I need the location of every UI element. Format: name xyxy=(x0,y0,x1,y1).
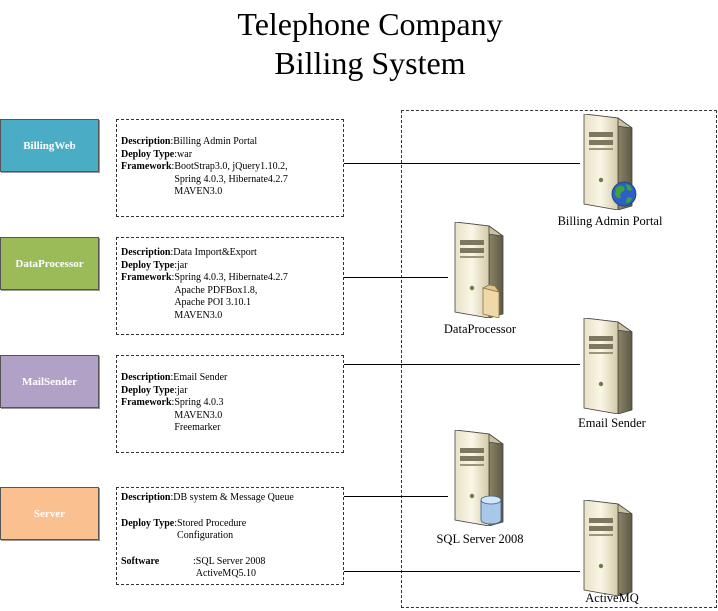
field-separator: : xyxy=(170,247,174,258)
component-server: Server xyxy=(0,487,99,540)
field-label: Deploy Type xyxy=(121,148,175,160)
field-value: Billing Admin Portal xyxy=(173,136,258,147)
field-value: Spring 4.0.3 MAVEN3.0 Freemarker xyxy=(174,397,224,433)
info-box-mailsender: Description : Email Sender Deploy Type :… xyxy=(116,355,344,453)
sql-server-label: SQL Server 2008 xyxy=(436,532,524,546)
component-mailsender: MailSender xyxy=(0,355,99,408)
info-row: Deploy Type : jar xyxy=(121,385,339,398)
connector-billing xyxy=(344,163,580,164)
field-label: Description xyxy=(121,136,171,147)
info-row: Framework : BootStrap3.0, jQuery1.10.2, … xyxy=(121,161,339,199)
field-separator: : xyxy=(171,272,175,283)
field-label: Description xyxy=(121,372,171,383)
field-value: DB system & Message Queue xyxy=(173,492,294,503)
field-separator: : xyxy=(174,384,178,396)
field-value: Stored Procedure Configuration xyxy=(177,517,247,542)
field-value: BootStrap3.0, jQuery1.10.2, Spring 4.0.3… xyxy=(174,161,288,197)
dataprocessor-server-icon xyxy=(443,222,509,318)
field-separator: : xyxy=(171,397,175,408)
title-line-1: Telephone Company xyxy=(237,6,503,42)
field-label: Deploy Type xyxy=(121,517,175,529)
info-row: Deploy Type : war xyxy=(121,149,339,162)
info-row: Deploy Type : jar xyxy=(121,260,339,273)
field-value: SQL Server 2008 ActiveMQ5.10 xyxy=(195,555,266,580)
field-separator: : xyxy=(193,555,196,567)
field-value: war xyxy=(177,148,193,160)
sql-server-icon xyxy=(443,430,509,526)
connector-dataprocessor xyxy=(344,277,448,278)
field-label: Description xyxy=(121,492,171,503)
info-row: Description : Billing Admin Portal xyxy=(121,136,339,149)
folder-icon xyxy=(481,284,500,318)
activemq-label: ActiveMQ xyxy=(585,591,639,605)
info-box-dataprocessor: Description : Data Import&Export Deploy … xyxy=(116,237,344,335)
info-row: Description : DB system & Message Queue xyxy=(121,492,339,505)
field-separator: : xyxy=(170,136,174,147)
info-row: Description : Data Import&Export xyxy=(121,247,339,260)
field-label: Deploy Type xyxy=(121,384,175,396)
component-billingweb: BillingWeb xyxy=(0,119,99,172)
field-separator: : xyxy=(174,517,178,529)
field-label: Framework xyxy=(121,272,172,283)
globe-icon xyxy=(611,181,637,207)
field-value: Spring 4.0.3, Hibernate4.2.7 Apache PDFB… xyxy=(174,272,288,321)
connector-sqlserver xyxy=(344,496,448,497)
activemq-server-icon xyxy=(572,500,638,596)
field-label: Framework xyxy=(121,161,172,172)
connector-activemq xyxy=(344,571,580,572)
field-label: Software xyxy=(121,555,160,567)
field-label: Deploy Type xyxy=(121,259,175,271)
field-label: Description xyxy=(121,247,171,258)
field-separator: : xyxy=(174,148,178,160)
info-row: Description : Email Sender xyxy=(121,372,339,385)
email-sender-label: Email Sender xyxy=(578,416,646,430)
database-icon xyxy=(480,495,502,525)
field-value: jar xyxy=(177,384,188,396)
info-row: Framework : Spring 4.0.3, Hibernate4.2.7… xyxy=(121,272,339,322)
connector-mailsender xyxy=(344,364,580,365)
info-row: Deploy Type : Stored Procedure Configura… xyxy=(121,518,339,543)
title-line-2: Billing System xyxy=(274,45,466,81)
info-box-server: Description : DB system & Message Queue … xyxy=(116,487,344,585)
field-value: jar xyxy=(177,259,188,271)
component-dataprocessor: DataProcessor xyxy=(0,237,99,290)
field-value: Data Import&Export xyxy=(173,247,257,258)
field-value: Email Sender xyxy=(173,372,228,383)
field-label: Framework xyxy=(121,397,172,408)
field-separator: : xyxy=(171,161,175,172)
email-sender-server-icon xyxy=(572,318,638,414)
field-separator: : xyxy=(170,372,174,383)
billing-admin-portal-server-icon xyxy=(572,114,637,210)
dataprocessor-label: DataProcessor xyxy=(443,322,517,336)
info-box-billingweb: Description : Billing Admin Portal Deplo… xyxy=(116,119,344,217)
server-zone xyxy=(401,110,717,608)
info-row: Framework : Spring 4.0.3 MAVEN3.0 Freema… xyxy=(121,397,339,435)
field-separator: : xyxy=(170,492,174,503)
billing-admin-portal-label: Billing Admin Portal xyxy=(557,214,663,228)
field-separator: : xyxy=(174,259,178,271)
info-row: Software : SQL Server 2008 ActiveMQ5.10 xyxy=(121,556,339,581)
